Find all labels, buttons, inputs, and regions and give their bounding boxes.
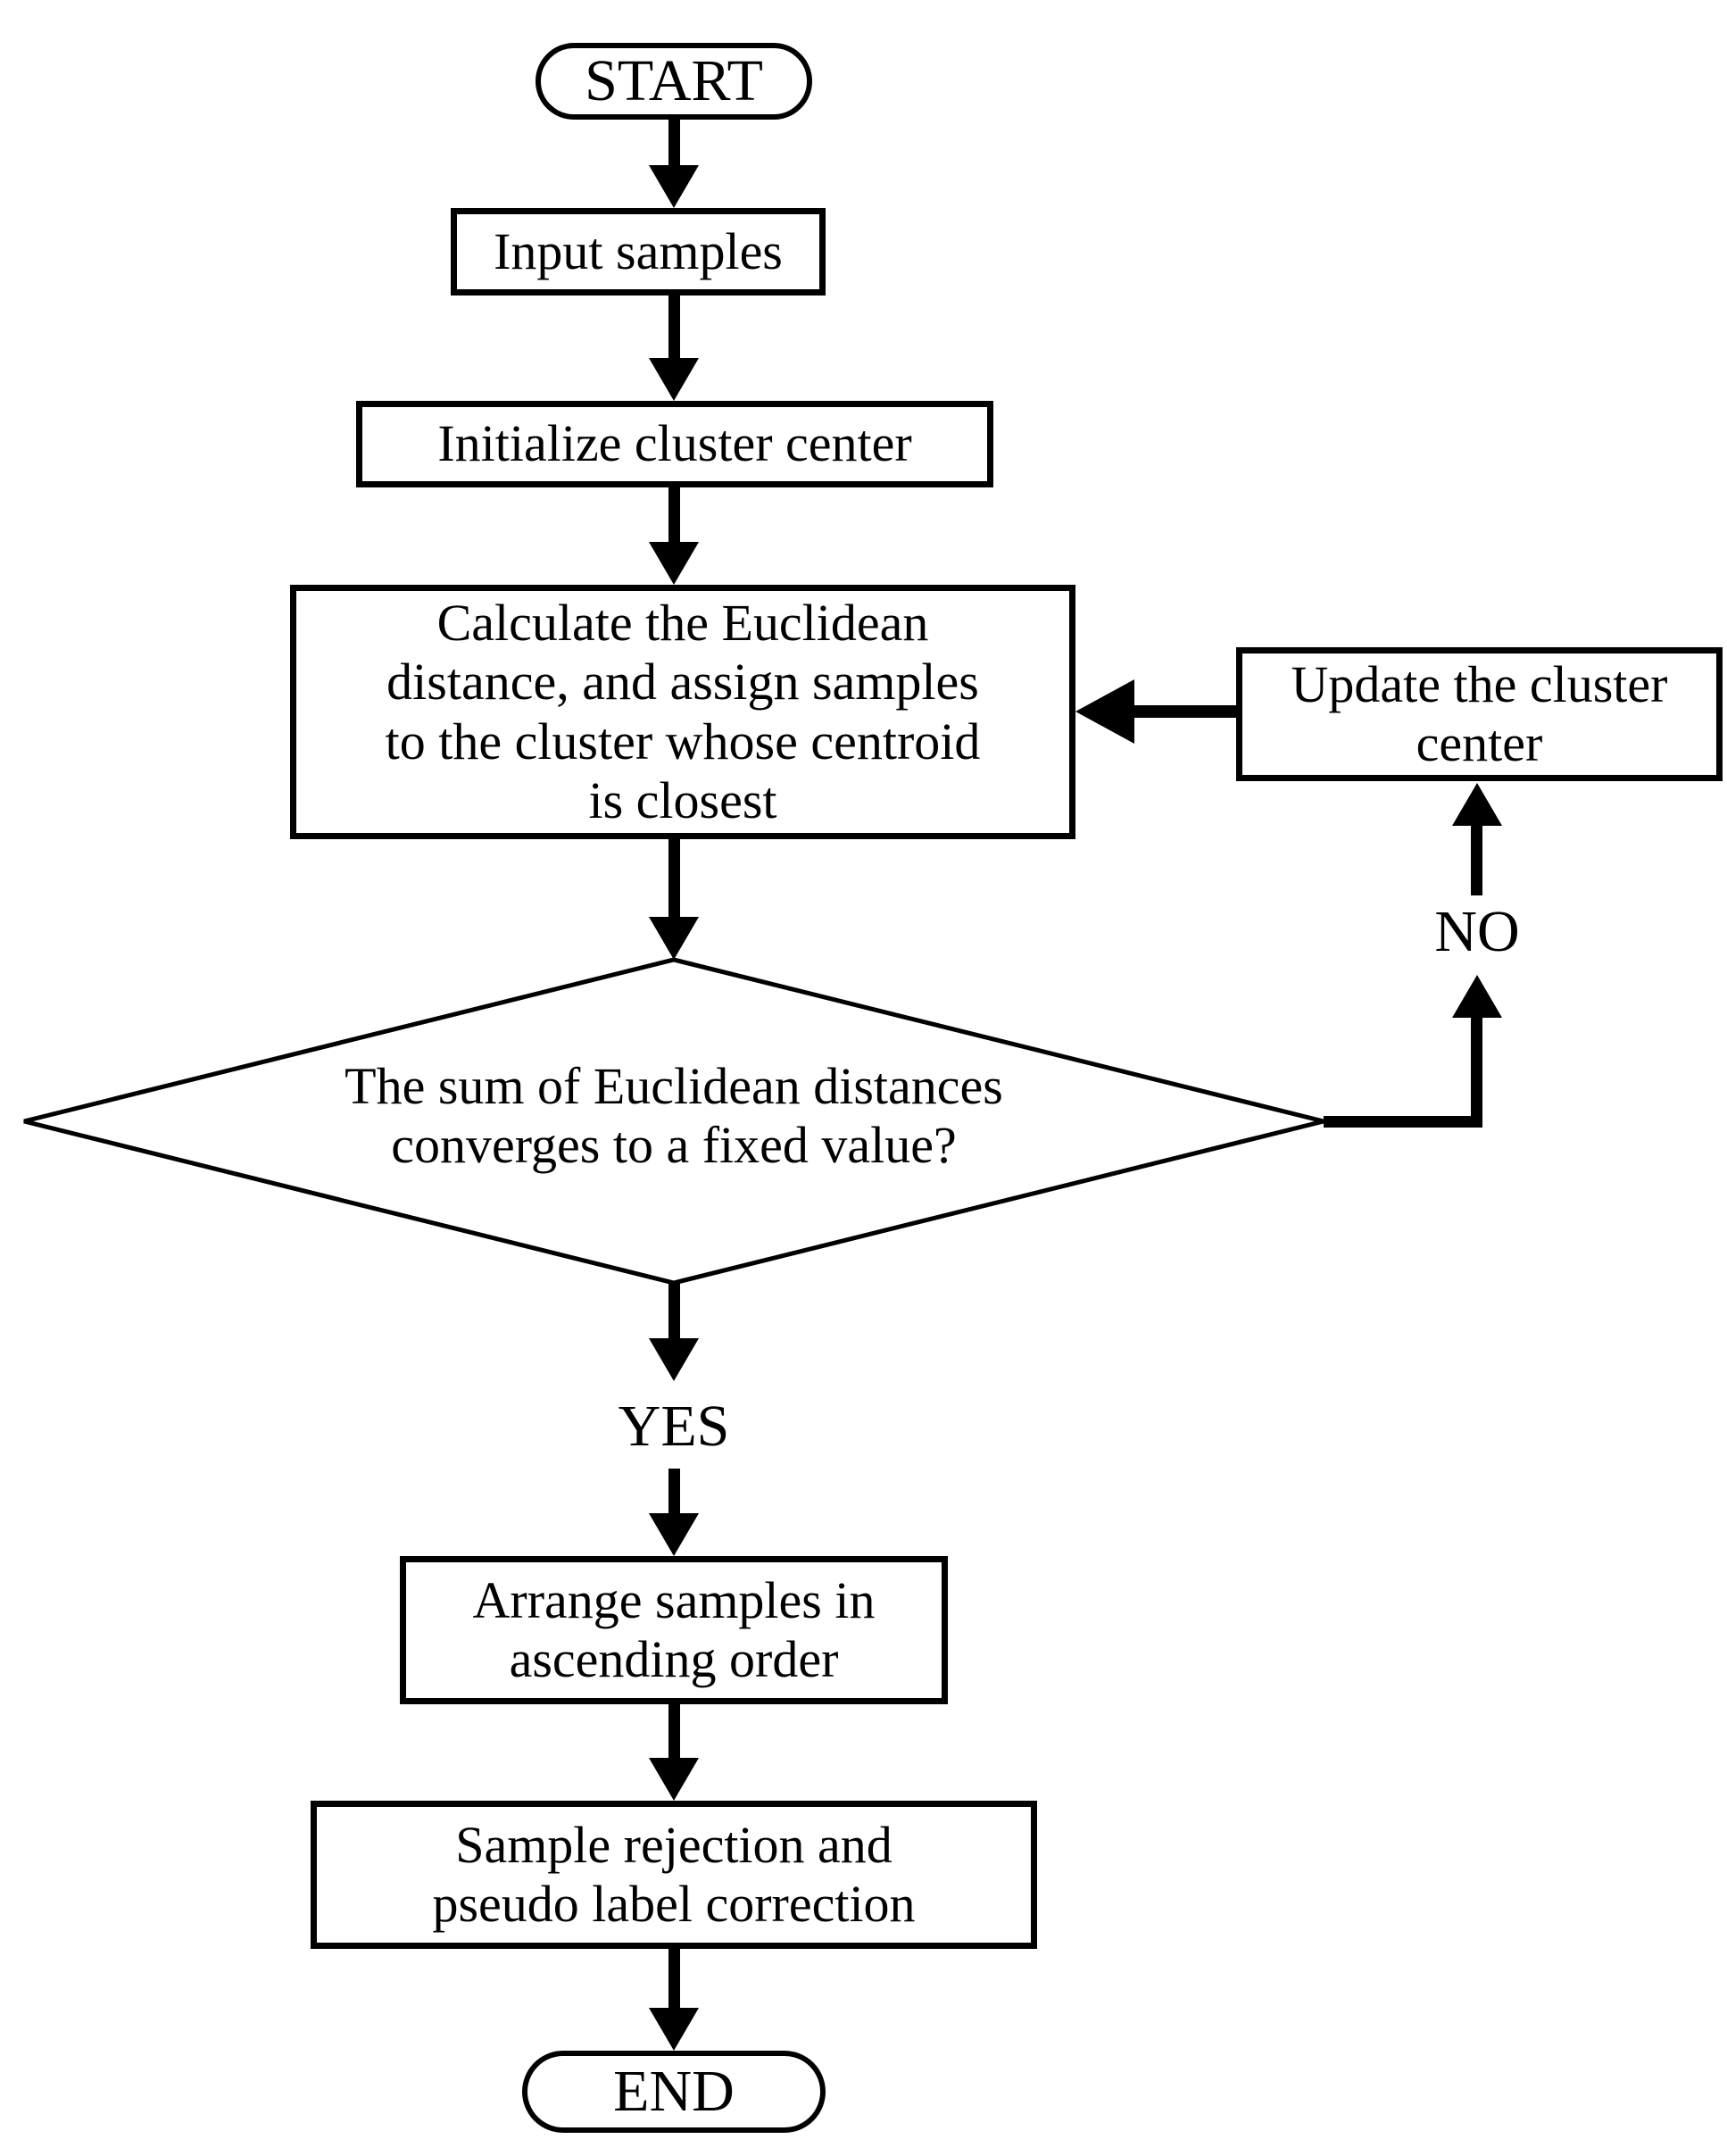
- arrow-start-to-input-head: [649, 165, 699, 208]
- process-sample-rejection: Sample rejection and pseudo label correc…: [311, 1801, 1037, 1949]
- no-branch-lower-vertical-line: [1471, 1016, 1482, 1128]
- arrow-init-to-calc-head: [649, 542, 699, 585]
- arrow-yes-lower-shaft: [668, 1469, 680, 1515]
- arrow-start-to-input-shaft: [668, 119, 680, 167]
- edge-label-no: NO: [1343, 895, 1611, 969]
- edge-label-yes: YES: [495, 1384, 852, 1469]
- no-branch-lower-head: [1452, 975, 1502, 1018]
- arrow-yes-lower-head: [649, 1513, 699, 1556]
- arrow-yes-upper-shaft: [668, 1283, 680, 1340]
- no-branch-upper-vertical-line: [1471, 824, 1482, 895]
- arrow-update-to-calc-head: [1075, 679, 1134, 744]
- process-arrange-samples: Arrange samples in ascending order: [400, 1556, 948, 1704]
- process-input-samples: Input samples: [451, 208, 826, 296]
- arrow-yes-upper-head: [649, 1338, 699, 1381]
- arrow-reject-to-end-head: [649, 2008, 699, 2051]
- arrow-calc-to-decision-head: [649, 917, 699, 960]
- process-update-cluster-center: Update the cluster center: [1236, 647, 1723, 781]
- arrow-input-to-init-head: [649, 358, 699, 401]
- no-branch-horizontal-line: [1324, 1116, 1482, 1128]
- arrow-arrange-to-reject-head: [649, 1758, 699, 1801]
- process-calculate-euclidean-distance: Calculate the Euclidean distance, and as…: [290, 585, 1075, 839]
- arrow-reject-to-end-shaft: [668, 1949, 680, 2010]
- arrow-arrange-to-reject-shaft: [668, 1704, 680, 1760]
- start-terminal: START: [536, 43, 812, 120]
- arrow-no-to-update-head: [1452, 783, 1502, 826]
- process-initialize-cluster-center: Initialize cluster center: [356, 401, 993, 487]
- arrow-init-to-calc-shaft: [668, 487, 680, 544]
- end-terminal: END: [522, 2051, 826, 2133]
- arrow-calc-to-decision-shaft: [668, 839, 680, 919]
- arrow-update-to-calc-shaft: [1132, 705, 1236, 718]
- decision-label: The sum of Euclidean distances converges…: [345, 1056, 1003, 1174]
- arrow-input-to-init-shaft: [668, 296, 680, 360]
